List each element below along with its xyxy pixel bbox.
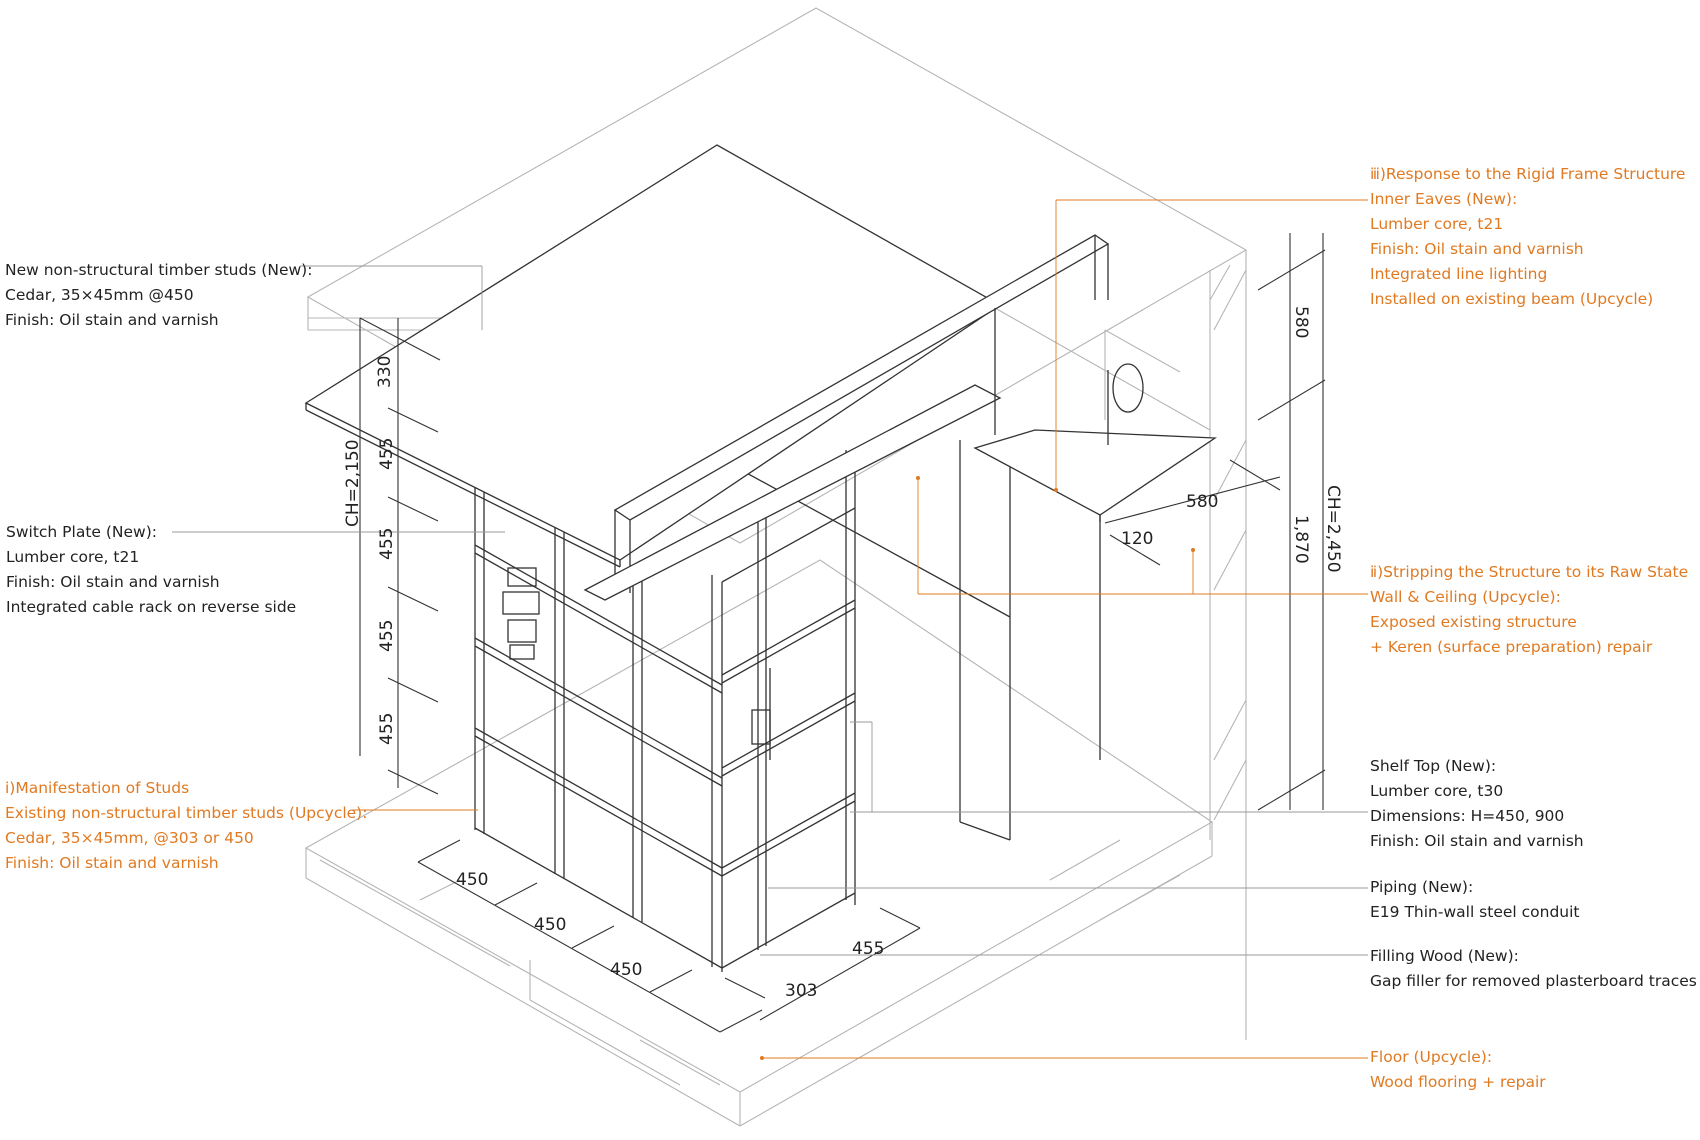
- leader-lines: [172, 265, 1368, 956]
- dim-ch-right: CH=2,450: [1323, 485, 1343, 573]
- accent-dots: [760, 476, 1195, 1060]
- room-envelope: [304, 7, 1248, 1127]
- dim-vertical-3: 455: [377, 620, 397, 652]
- annotation-filling-wood: Filling Wood (New): Gap filler for remov…: [1370, 947, 1697, 990]
- annotation-switch-plate: Switch Plate (New): Lumber core, t21 Fin…: [6, 523, 297, 616]
- dim-vertical-2: 455: [377, 528, 397, 560]
- dim-right-1: 1,870: [1291, 515, 1311, 564]
- dim-vertical-1: 455: [377, 438, 397, 470]
- dimension-labels: 330 455 455 455 455 CH=2,150 450 450 450…: [343, 306, 1343, 1001]
- dim-bottom-right-1: 303: [785, 981, 817, 1001]
- dim-bottom-1: 450: [534, 915, 566, 935]
- annotation-piping: Piping (New): E19 Thin-wall steel condui…: [1370, 878, 1580, 921]
- accent-leaders: [352, 199, 1368, 1059]
- dim-eaves-0: 580: [1186, 492, 1218, 512]
- dim-vertical-4: 455: [377, 713, 397, 745]
- dimension-lines: [359, 233, 1326, 1033]
- dim-vertical-0: 330: [375, 356, 395, 388]
- annotation-studs-existing: ⅰ)Manifestation of Studs Existing non-st…: [5, 779, 368, 872]
- annotation-shelf-top: Shelf Top (New): Lumber core, t30 Dimens…: [1370, 757, 1584, 850]
- annotation-wall-ceiling: ⅱ)Stripping the Structure to its Raw Sta…: [1370, 563, 1689, 656]
- dim-bottom-0: 450: [456, 870, 488, 890]
- dim-bottom-2: 450: [610, 960, 642, 980]
- dim-bottom-right-0: 455: [852, 939, 884, 959]
- annotation-inner-eaves: ⅲ)Response to the Rigid Frame Structure …: [1370, 165, 1686, 308]
- dim-ch-left: CH=2,150: [343, 439, 363, 527]
- annotation-studs-new: New non-structural timber studs (New): C…: [5, 261, 313, 329]
- inner-eaves: [304, 144, 1218, 841]
- dim-eaves-1: 120: [1121, 529, 1153, 549]
- dim-right-0: 580: [1291, 306, 1311, 338]
- annotation-floor: Floor (Upcycle): Wood flooring + repair: [1370, 1048, 1546, 1091]
